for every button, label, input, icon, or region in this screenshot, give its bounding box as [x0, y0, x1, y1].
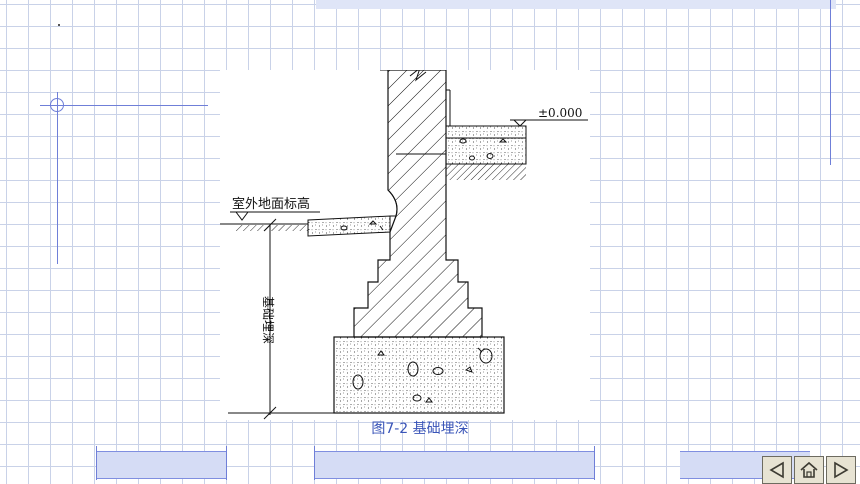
deco-line-horizontal	[40, 105, 208, 106]
bottom-tick-4	[594, 446, 595, 480]
figure-title: 基础埋深	[412, 421, 469, 437]
indoor-floor-layers	[445, 125, 527, 180]
bottom-tick-3	[314, 446, 315, 480]
deco-line-vertical	[57, 92, 58, 264]
outdoor-paving	[307, 215, 391, 237]
bottom-band-middle	[314, 451, 594, 479]
elevation-label: ±0.000	[538, 106, 582, 120]
foundation-diagram: ±0.000 室外地面标高 基础埋深	[220, 70, 590, 420]
next-icon	[834, 461, 849, 479]
depth-dimension	[228, 218, 334, 420]
home-button[interactable]	[794, 456, 824, 484]
deco-circle	[50, 98, 64, 112]
figure-caption: 图7-2 基础埋深	[350, 418, 490, 438]
dot	[58, 24, 60, 26]
slide-navigation	[762, 456, 856, 484]
figure-number: 图7-2	[371, 421, 409, 437]
deco-line-right	[830, 0, 831, 165]
top-band	[316, 0, 836, 9]
outdoor-grade-mark	[230, 211, 320, 221]
elevation-mark	[510, 119, 588, 127]
previous-icon	[769, 461, 784, 479]
previous-button[interactable]	[762, 456, 792, 484]
bottom-tick-1	[96, 446, 97, 480]
concrete-pad	[333, 336, 505, 414]
next-button[interactable]	[826, 456, 856, 484]
bottom-tick-2	[226, 446, 227, 480]
bottom-band-left	[96, 451, 226, 479]
outdoor-grade-label: 室外地面标高	[232, 196, 310, 212]
home-icon	[800, 461, 818, 478]
depth-label: 基础埋深	[261, 296, 275, 344]
